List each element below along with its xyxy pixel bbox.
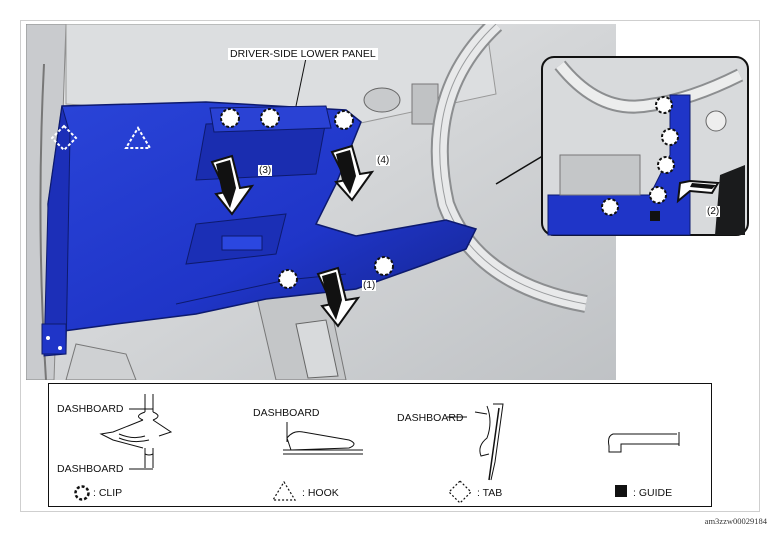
- panel-label: DRIVER-SIDE LOWER PANEL: [228, 48, 378, 60]
- step-1-label: (1): [362, 280, 377, 291]
- clip-icon: [220, 108, 394, 289]
- tab-icon: [448, 480, 472, 504]
- clip-icon: [74, 485, 90, 501]
- hook-icon: [124, 126, 152, 149]
- guide-legend-label: : GUIDE: [633, 487, 673, 499]
- hook-legend-label: : HOOK: [302, 487, 339, 499]
- inset-detail: [541, 56, 749, 236]
- clip-dashboard-top: DASHBOARD: [57, 403, 124, 415]
- dashboard-illustration: [26, 24, 616, 380]
- clip-dashboard-bottom: DASHBOARD: [57, 463, 124, 475]
- hook-dashboard: DASHBOARD: [253, 407, 320, 419]
- tab-cross-section: [474, 403, 504, 481]
- hook-cross-section: [283, 422, 363, 455]
- arrow-4: [330, 144, 375, 202]
- step-2-label: (2): [706, 206, 721, 217]
- guide-icon: [650, 211, 660, 221]
- legend-box: DASHBOARD DASHBOARD DASHBOARD DASHBOARD …: [48, 383, 712, 507]
- clip-legend-label: : CLIP: [93, 487, 123, 499]
- step-3-label: (3): [258, 165, 273, 176]
- tab-legend-label: : TAB: [477, 487, 503, 499]
- guide-icon: [615, 485, 627, 497]
- hook-icon: [271, 480, 297, 501]
- guide-cross-section: [608, 432, 680, 453]
- tab-leader: [447, 416, 467, 418]
- arrow-3: [210, 154, 255, 216]
- step-4-label: (4): [376, 155, 391, 166]
- figure-id: am3zzw00029184: [704, 516, 767, 526]
- arrow-1: [316, 266, 361, 328]
- clip-leaders: [129, 408, 153, 470]
- tab-dashboard: DASHBOARD: [397, 412, 464, 424]
- tab-icon: [50, 124, 78, 152]
